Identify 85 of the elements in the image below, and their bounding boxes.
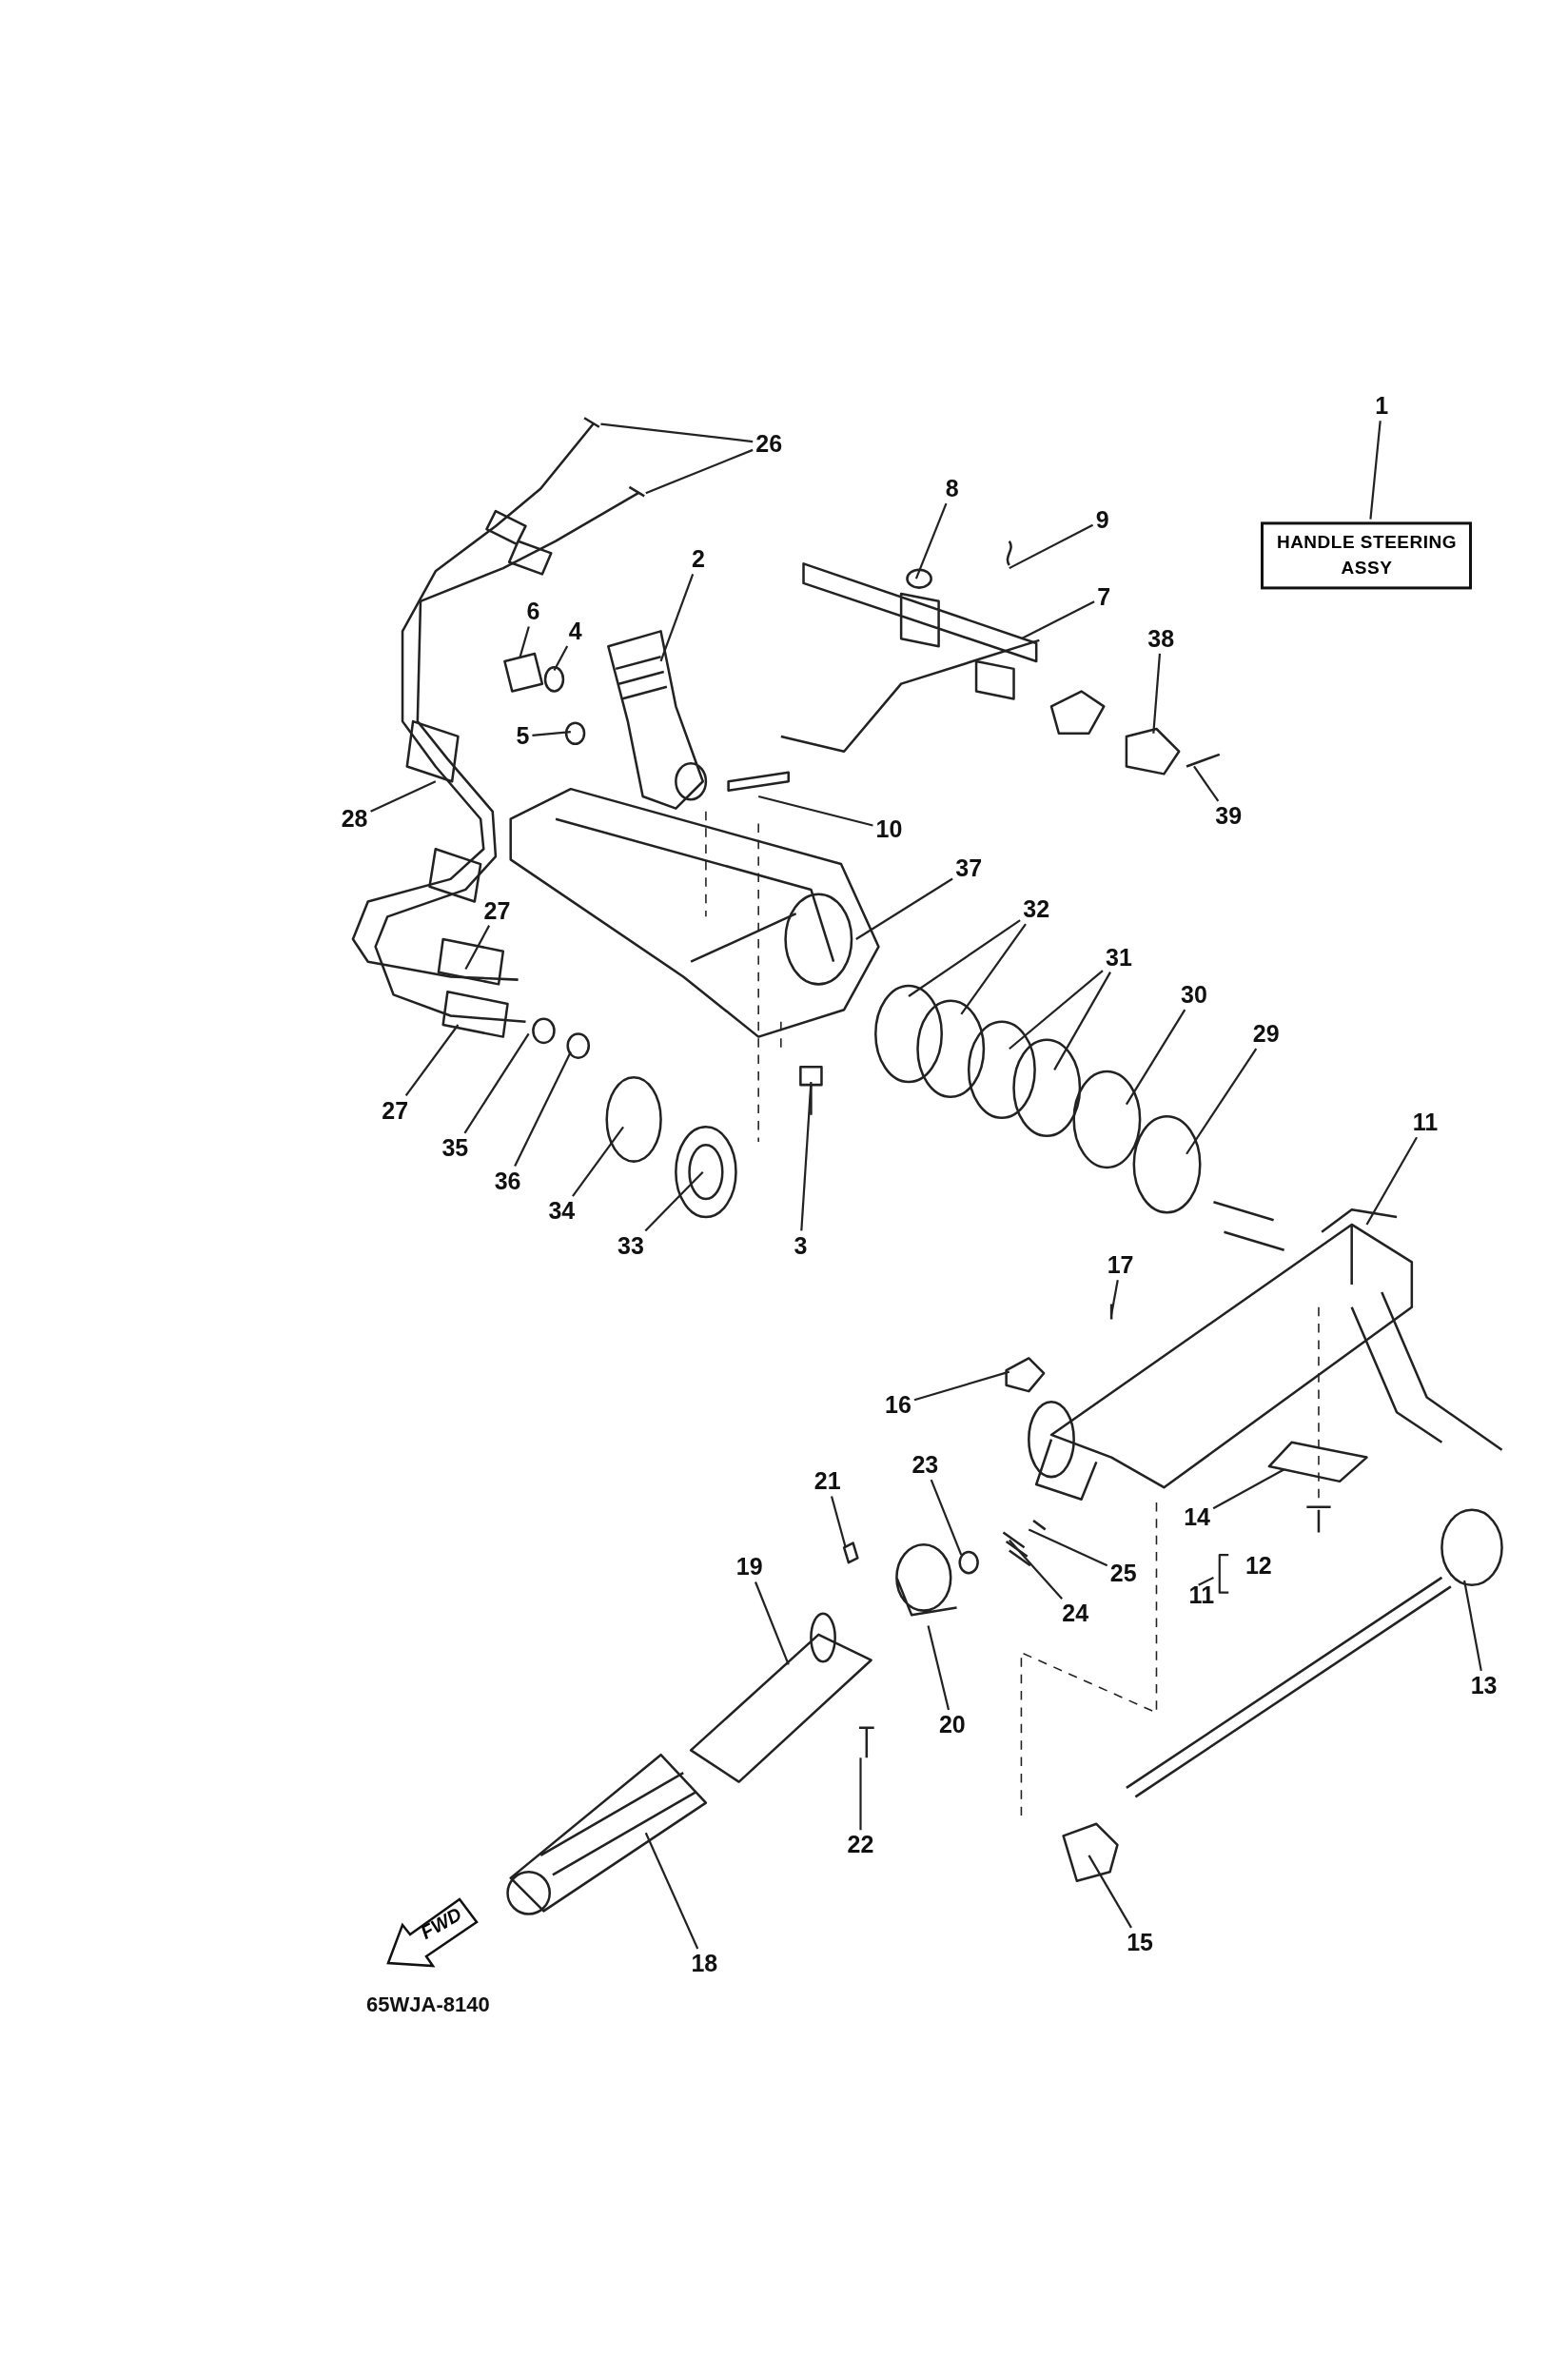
callout-number: 17 — [1107, 1252, 1134, 1277]
leader-line — [464, 925, 491, 971]
leader-line — [1009, 970, 1104, 1050]
leader-line — [914, 502, 948, 579]
callout-number: 24 — [1062, 1600, 1089, 1625]
leader-line — [1110, 1280, 1119, 1315]
callout-number: 31 — [1106, 945, 1132, 970]
callout-number: 2 — [692, 546, 705, 571]
callout-number: 4 — [568, 618, 582, 643]
leader-line — [1028, 1528, 1108, 1567]
callout-number: 5 — [516, 724, 530, 748]
leader-line — [1369, 421, 1382, 520]
leader-line — [800, 1081, 813, 1231]
leader-line — [1152, 653, 1162, 734]
leader-line — [1193, 765, 1220, 802]
callout-number: 22 — [847, 1832, 874, 1856]
part-number: 12 — [1245, 1553, 1272, 1578]
leader-line — [859, 1757, 862, 1831]
leader-line — [960, 923, 1027, 1015]
callout-number: 32 — [1023, 896, 1050, 921]
callout-number: 8 — [945, 476, 959, 501]
callout-number: 13 — [1470, 1673, 1498, 1698]
callout-number: 16 — [885, 1392, 911, 1417]
leader-line — [1008, 1539, 1063, 1600]
callout-number: 9 — [1095, 507, 1109, 532]
callout-number: 28 — [341, 806, 368, 831]
leader-line — [830, 1496, 847, 1548]
callout-number: 27 — [382, 1098, 409, 1123]
drawing-code: 65WJA-8140 — [366, 1994, 490, 2016]
leader-line — [572, 1126, 624, 1197]
callout-number: 10 — [875, 816, 903, 841]
callout-number: 39 — [1215, 803, 1243, 828]
callout-number: 38 — [1147, 626, 1175, 651]
leader-line — [1009, 523, 1094, 570]
callout-number: 1 — [1375, 393, 1389, 418]
leader-line — [532, 731, 571, 737]
callout-number: 29 — [1252, 1021, 1280, 1046]
leader-line — [1365, 1136, 1418, 1226]
leader-line — [930, 1479, 963, 1556]
part-number: 11 — [1188, 1582, 1215, 1607]
leader-line — [1020, 600, 1095, 640]
leader-line — [1212, 1468, 1285, 1510]
leader-line — [644, 1832, 699, 1950]
leader-line — [927, 1625, 951, 1711]
callout-number: 27 — [483, 898, 511, 923]
callout-number: 37 — [955, 855, 983, 880]
leader-line — [644, 1170, 704, 1232]
callout-number: 20 — [938, 1712, 966, 1737]
leader-line — [519, 626, 530, 659]
callout-number: 21 — [813, 1468, 841, 1493]
callout-number: 30 — [1181, 982, 1207, 1007]
callout-number: 14 — [1184, 1504, 1210, 1529]
leader-line — [757, 795, 873, 827]
leader-line — [1088, 1855, 1132, 1929]
leader-line — [659, 573, 695, 662]
leader-line — [855, 877, 953, 940]
callout-number: 15 — [1127, 1930, 1153, 1954]
callout-number: 23 — [911, 1452, 939, 1477]
callout-number: 19 — [735, 1554, 763, 1579]
callout-number: 25 — [1109, 1561, 1137, 1585]
label-plate: HANDLE STEERING ASSY — [1261, 521, 1473, 590]
leader-line — [1186, 1048, 1258, 1155]
leader-line — [913, 1370, 1010, 1402]
callout-number: 26 — [755, 431, 783, 456]
callout-number: 7 — [1097, 584, 1111, 609]
leader-line — [1463, 1580, 1482, 1672]
leader-line — [514, 1050, 572, 1167]
callout-number: 18 — [691, 1951, 718, 1975]
leader-line — [553, 645, 569, 671]
leader-line — [645, 448, 754, 495]
callout-number: 11 — [1412, 1109, 1439, 1134]
callout-number: 3 — [794, 1233, 808, 1258]
callout-number: 35 — [441, 1135, 469, 1160]
leader-line — [1053, 972, 1111, 1070]
leader-line — [370, 780, 437, 813]
callout-number: 34 — [548, 1198, 576, 1223]
callout-number: 36 — [494, 1168, 521, 1193]
leader-line — [1125, 1009, 1186, 1106]
callout-number: 6 — [526, 599, 540, 623]
leader-line — [755, 1581, 790, 1665]
leader-line — [908, 919, 1021, 997]
callout-number: 33 — [617, 1233, 644, 1258]
leader-line — [404, 1024, 460, 1096]
leader-line — [600, 422, 754, 443]
leader-line — [463, 1032, 530, 1134]
